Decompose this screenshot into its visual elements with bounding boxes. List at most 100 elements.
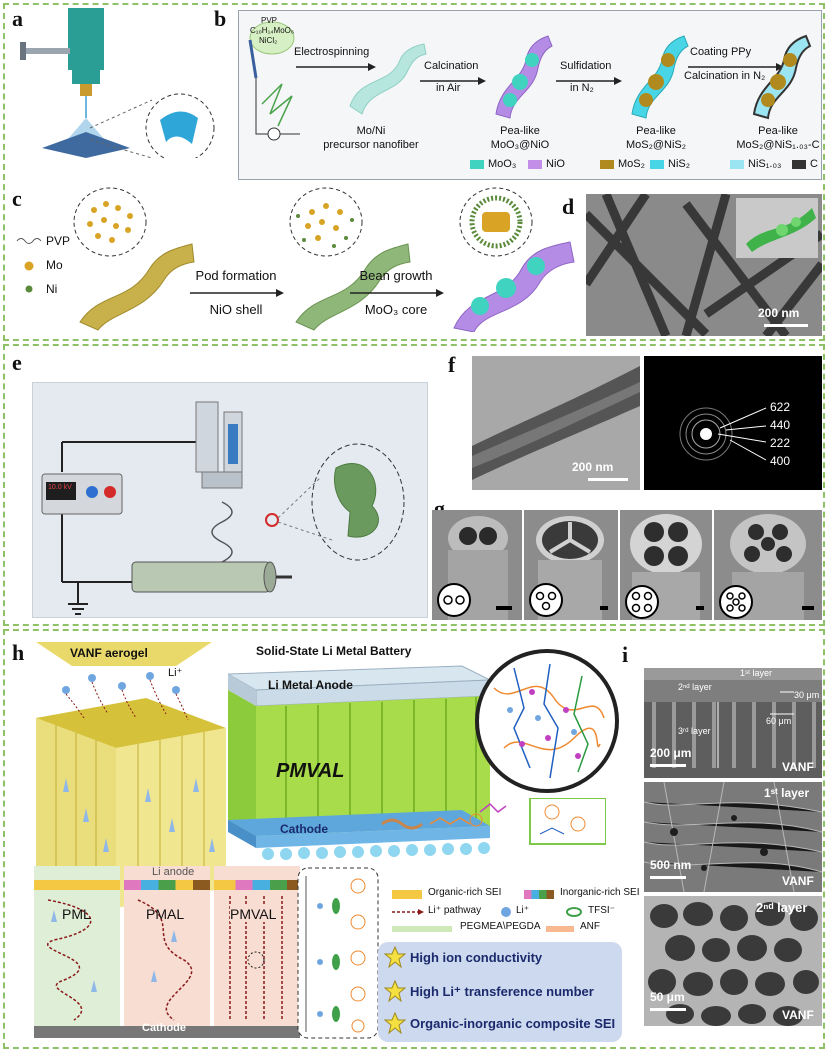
saed-pattern-f: 622 440 222 400 <box>644 356 822 490</box>
saed-ring-400: 400 <box>770 454 791 468</box>
pea-like-fiber-c <box>453 187 575 332</box>
legend-nis2: NiS₂ <box>668 158 690 170</box>
vanf-aerogel-label: VANF aerogel <box>70 646 148 660</box>
tem-image-f: 200 nm <box>472 356 640 490</box>
legend-swatch-nis103 <box>730 160 744 169</box>
column-pmal <box>124 866 210 1036</box>
legend-tfsi: TFSI⁻ <box>588 905 615 916</box>
arrow1-bottom-label: NiO shell <box>209 302 263 317</box>
vanf-aerogel-block <box>36 672 226 908</box>
scale-bar-d <box>764 324 808 327</box>
column-pmal-sei <box>124 880 210 890</box>
feature-transference-number: High Li⁺ transference number <box>410 984 594 999</box>
step-calcination-air: in Air <box>436 82 461 94</box>
legend-moo3: MoO₃ <box>488 158 517 170</box>
electrospinning-setup-icon <box>248 21 300 141</box>
layer3-label-i1: 3ʳᵈ layer <box>678 726 711 736</box>
column-pmval <box>214 866 300 1036</box>
nio-shell-fiber <box>289 187 411 331</box>
battery-title: Solid-State Li Metal Battery <box>256 644 412 658</box>
legend-pvp: PVP <box>46 234 71 248</box>
fiber2-line1: Pea-like <box>500 125 540 137</box>
panel-label-g: g <box>434 496 445 521</box>
arrow-icon <box>350 289 444 297</box>
sem-image-i1: 1ˢᵗ layer 2ⁿᵈ layer 3ʳᵈ layer 30 μm 60 μ… <box>644 668 822 778</box>
ion-pathways <box>46 896 283 1021</box>
layer1-label-i1: 1ˢᵗ layer <box>740 668 773 678</box>
bottle-label-2: C₁₀H₁₄MoO₆ <box>250 26 295 35</box>
legend-swatch-c <box>792 160 806 169</box>
vanf-tag-i1: VANF <box>782 760 814 774</box>
legend-swatch-nis2 <box>650 160 664 169</box>
panel-label-c: c <box>12 186 22 211</box>
sem-image-g2 <box>524 510 618 620</box>
sem-image-g3 <box>620 510 712 620</box>
ni-atom-icon <box>25 285 33 293</box>
fiber3-line2: MoS₂@NiS₂ <box>625 139 687 151</box>
electrospinning-schematic-a <box>20 8 215 158</box>
legend-li-ion: Li⁺ <box>516 905 530 916</box>
anf-molecule-chain <box>297 867 379 1039</box>
legend-swatch-organic-sei <box>392 890 422 899</box>
cathode-bottom-label: Cathode <box>142 1022 186 1034</box>
panel-label-d: d <box>562 194 575 219</box>
legend-inorganic-sei: Inorganic-rich SEI <box>560 887 640 898</box>
legend-anf: ANF <box>580 921 600 932</box>
legend-swatch-inorganic-sei <box>524 890 554 899</box>
bottle-label-3: NiCl₂ <box>259 36 278 45</box>
scale-bar-i3 <box>650 1008 686 1011</box>
scale-label-i2: 500 nm <box>650 858 692 872</box>
scale-bar-f <box>588 478 628 481</box>
frame-middle <box>3 344 825 626</box>
dimension-60um: 60 μm <box>766 716 792 726</box>
li-ion-label: Li⁺ <box>168 667 183 679</box>
panel-label-b: b <box>214 6 227 31</box>
arrow2-top-label: Bean growth <box>359 268 433 283</box>
legend-ni: Ni <box>46 282 58 296</box>
star-icon <box>384 980 406 1002</box>
pea-moo3-nio-fiber <box>495 35 553 119</box>
frame-bottom <box>3 629 825 1049</box>
legend-swatch-mos2 <box>600 160 614 169</box>
panel-label-i: i <box>622 642 629 667</box>
step-electrospinning: Electrospinning <box>294 46 370 58</box>
vanf-tag-i2: VANF <box>782 874 814 888</box>
step-sulfidation: Sulfidation <box>560 60 612 72</box>
scale-label-i1: 200 μm <box>650 746 692 760</box>
scale-label-i3: 50 μm <box>650 990 685 1004</box>
fiber2-line2: MoO₃@NiO <box>490 139 550 151</box>
layer1-label-i2: 1ˢᵗ layer <box>764 786 810 800</box>
mo-atom-icon <box>24 261 34 271</box>
column-pml-sei <box>34 880 120 890</box>
saed-ring-222: 222 <box>770 436 791 450</box>
fiber1-line2: precursor nanofiber <box>323 139 419 151</box>
bottle-label-1: PVP <box>261 16 278 25</box>
precursor-nanofiber <box>349 43 427 115</box>
step-sulfidation-n2: in N₂ <box>570 82 594 94</box>
fiber1-line1: Mo/Ni <box>356 125 386 137</box>
saed-ring-440: 440 <box>770 418 791 432</box>
fiber4-line2: MoS₂@NiS₁.₀₃-C <box>736 139 820 151</box>
polymer-network-zoom <box>475 649 619 793</box>
sem-image-i3: 2ⁿᵈ layer 50 μm VANF <box>644 896 822 1026</box>
features-box <box>378 942 622 1042</box>
fiber3-line1: Pea-like <box>636 125 676 137</box>
li-ion-icon <box>501 907 511 917</box>
cathode-label: Cathode <box>280 822 328 836</box>
layer2-label-i3: 2ⁿᵈ layer <box>756 900 808 915</box>
pea-mos2-nis103-c-fiber <box>752 34 812 120</box>
molecular-structures <box>381 798 606 845</box>
panel-label-f: f <box>448 352 456 377</box>
legend-c: C <box>810 158 818 170</box>
sem-image-i2: 1ˢᵗ layer 500 nm VANF <box>644 782 822 892</box>
arrow2-bottom-label: MoO₃ core <box>364 302 428 317</box>
arrow-icon <box>296 63 376 71</box>
tem-image-d: 200 nm <box>586 194 822 336</box>
legend-mos2: MoS₂ <box>618 158 645 170</box>
pmval-block-label: PMVAL <box>276 760 345 782</box>
scale-bar-i2 <box>650 876 686 879</box>
legend-li-pathway: Li⁺ pathway <box>428 905 482 916</box>
scale-bar-i1 <box>650 764 686 767</box>
legend-peg: PEGMEA\PEGDA <box>460 921 541 932</box>
legend-swatch-anf <box>546 926 574 932</box>
